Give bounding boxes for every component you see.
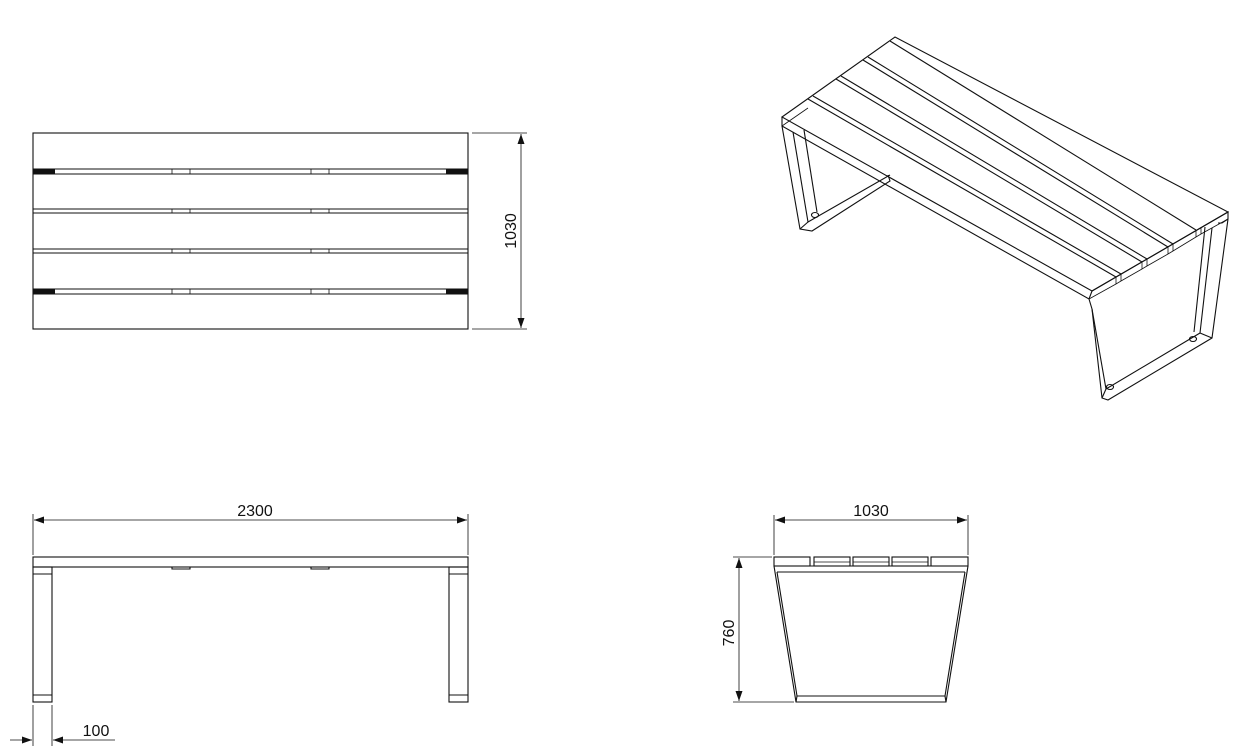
side-view-frame — [773, 565, 969, 703]
front-view-seat — [32, 556, 469, 568]
isometric-view — [780, 36, 1230, 401]
right-frame-bolt-hole-back — [1188, 335, 1198, 343]
top-view-slat-gaps — [33, 168, 468, 295]
front-view-leg-dimension: 100 — [10, 705, 115, 746]
top-view: 1030 — [32, 132, 527, 330]
side-view-width-label: 1030 — [853, 503, 889, 520]
side-view: 1030 760 — [721, 503, 969, 703]
isometric-seat — [780, 36, 1230, 300]
front-view-length-label: 2300 — [237, 503, 273, 520]
top-view-outline — [32, 132, 469, 330]
front-view-leg-label: 100 — [83, 723, 110, 740]
left-frame-bolt-hole — [810, 211, 820, 219]
side-view-height-label: 760 — [721, 620, 738, 647]
front-view-length-dimension: 2300 — [32, 503, 469, 555]
right-frame-bolt-hole-front — [1105, 383, 1115, 391]
front-view-left-leg — [32, 566, 53, 703]
isometric-right-frame — [1088, 218, 1229, 401]
top-view-depth-dimension: 1030 — [472, 132, 527, 330]
front-view-right-leg — [448, 566, 469, 703]
side-view-height-dimension: 760 — [721, 556, 794, 703]
side-view-slats — [773, 556, 969, 567]
top-view-depth-label: 1030 — [503, 213, 520, 249]
isometric-left-frame — [781, 125, 891, 232]
top-view-frame-ends — [33, 169, 468, 294]
front-view: 2300 100 — [10, 503, 469, 746]
side-view-width-dimension: 1030 — [773, 503, 969, 555]
